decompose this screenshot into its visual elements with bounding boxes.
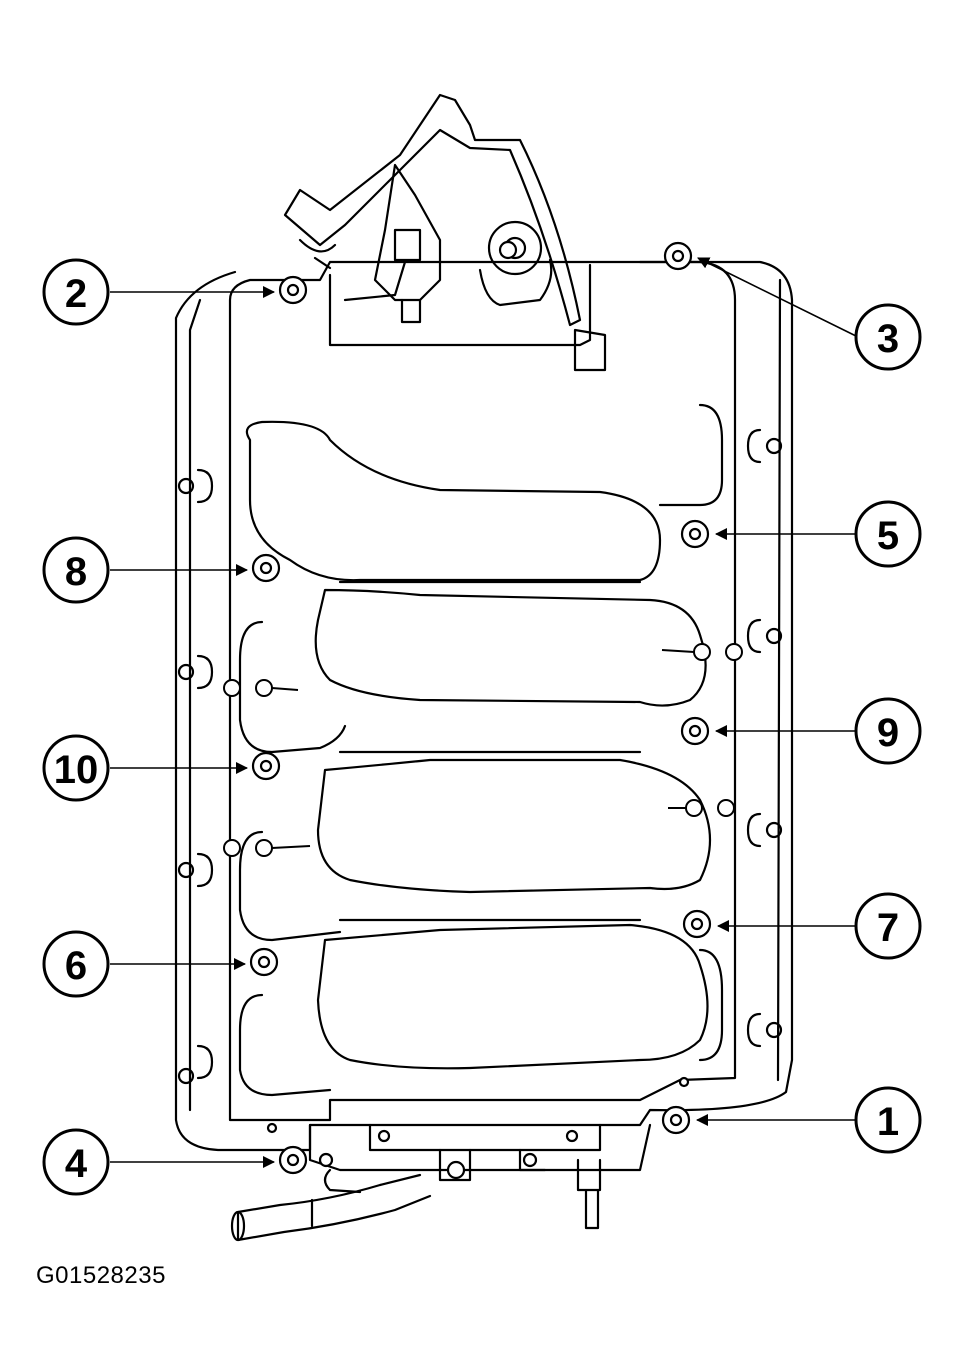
callout-circle-4 <box>42 1128 110 1196</box>
egr-tube <box>283 93 582 327</box>
callout-circle-3 <box>854 303 922 371</box>
figure-id: G01528235 <box>36 1262 166 1289</box>
bolt-1 <box>661 1105 691 1135</box>
injector-connector <box>661 643 743 661</box>
bolt-4 <box>278 1145 308 1175</box>
runner-1 <box>245 420 662 582</box>
bolt-7 <box>682 909 712 939</box>
callout-number-10: 10 <box>54 748 99 792</box>
injector-connector <box>223 839 311 857</box>
callout-number-9: 9 <box>877 711 899 755</box>
callout-circle-1 <box>854 1086 922 1154</box>
manifold-body <box>228 260 737 1122</box>
callout-number-2: 2 <box>65 272 87 316</box>
bolt-9 <box>680 716 710 746</box>
bolt-5 <box>680 519 710 549</box>
callout-circle-9 <box>854 697 922 765</box>
callout-circle-10 <box>42 734 110 802</box>
bolt-2 <box>278 275 308 305</box>
bolt-8 <box>251 553 281 583</box>
injector-connector <box>668 799 735 817</box>
bolt-3 <box>663 241 693 271</box>
callout-circle-6 <box>42 930 110 998</box>
runner-2 <box>314 588 707 707</box>
callout-circle-8 <box>42 536 110 604</box>
sensor-housing <box>373 163 442 302</box>
callout-number-6: 6 <box>65 944 87 988</box>
runner-3 <box>316 758 712 894</box>
gasket-outline <box>174 260 794 1152</box>
callout-number-3: 3 <box>877 317 899 361</box>
callout-circle-2 <box>42 258 110 326</box>
callout-number-8: 8 <box>65 550 87 594</box>
callout-circle-7 <box>854 892 922 960</box>
callout-number-5: 5 <box>877 514 899 558</box>
callout-number-4: 4 <box>65 1142 88 1186</box>
gasket-inner-edge <box>188 278 782 1112</box>
bottom-crossover <box>308 1123 652 1172</box>
runner-4 <box>316 923 709 1070</box>
callout-circle-5 <box>854 500 922 568</box>
callout-number-7: 7 <box>877 906 899 950</box>
bolt-10 <box>251 751 281 781</box>
injector-connector <box>223 679 299 697</box>
bolt-6 <box>249 947 279 977</box>
callout-number-1: 1 <box>877 1100 899 1144</box>
leader-3 <box>697 257 859 338</box>
